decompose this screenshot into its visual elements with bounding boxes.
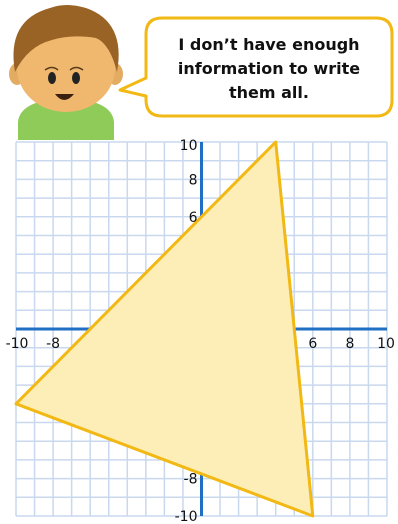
face — [17, 24, 115, 112]
y-tick-label: -10 — [175, 509, 198, 524]
right-eye — [72, 72, 80, 84]
y-tick-label: 6 — [189, 210, 198, 226]
x-tick-label: -10 — [6, 336, 29, 352]
y-tick-label: 10 — [180, 138, 198, 154]
triangle — [14, 140, 315, 518]
speech-line-2: information to write — [178, 59, 360, 78]
speech-bubble: I don’t have enough information to write… — [118, 16, 394, 118]
x-tick-label: 8 — [345, 336, 354, 352]
speech-line-3: them all. — [229, 83, 309, 102]
boy-character-icon — [9, 5, 123, 140]
tick-labels: -10 -8 6 8 10 10 8 6 -8 -10 — [6, 138, 395, 524]
shirt — [18, 98, 114, 140]
x-tick-label: 10 — [377, 336, 395, 352]
y-tick-label: -8 — [184, 472, 198, 488]
hair — [13, 5, 119, 72]
mouth — [55, 94, 74, 100]
x-tick-label: -8 — [46, 336, 60, 352]
speech-line-1: I don’t have enough — [178, 35, 359, 54]
x-tick-label: 6 — [308, 336, 317, 352]
y-tick-label: 8 — [189, 172, 198, 188]
coordinate-graph: -10 -8 6 8 10 10 8 6 -8 -10 — [6, 138, 395, 524]
left-eye — [48, 72, 56, 84]
